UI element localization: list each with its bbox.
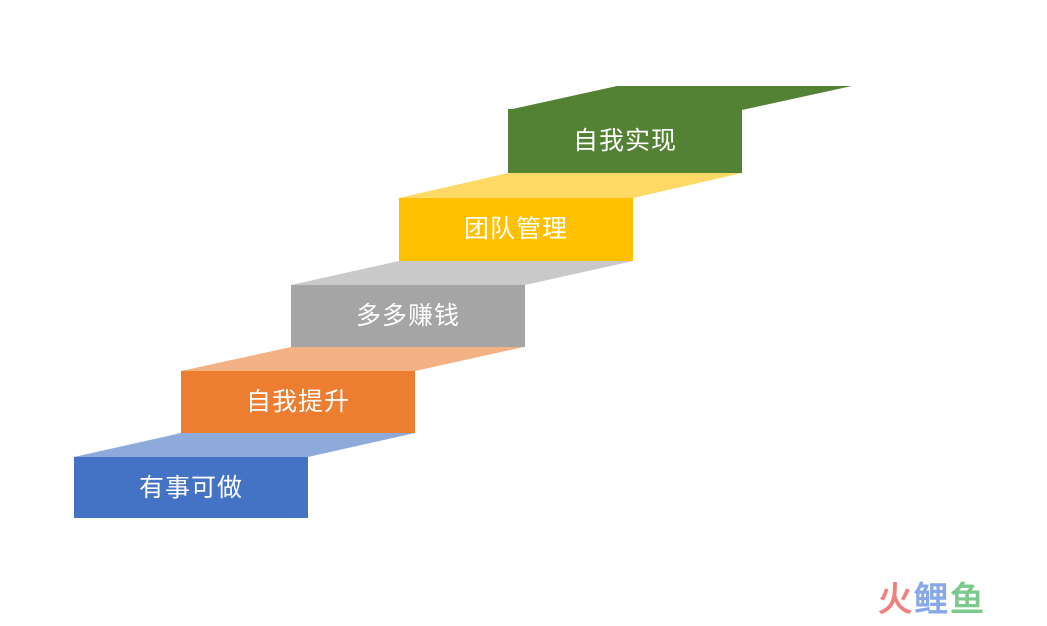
step-1-front [74, 457, 308, 518]
step-4-top [399, 173, 742, 198]
step-4-label: 团队管理 [463, 214, 568, 243]
watermark-logo: 火鲤鱼 [878, 580, 986, 620]
step-2-front [181, 371, 415, 433]
step-5-label: 自我实现 [572, 126, 677, 155]
step-2-label: 自我提升 [245, 387, 350, 416]
step-3-label: 多多赚钱 [355, 301, 460, 330]
watermark-char-3: 鱼 [950, 580, 986, 620]
step-2-top [181, 347, 524, 371]
step-1-label: 有事可做 [138, 473, 243, 502]
step-3-top [291, 261, 633, 285]
step-4-front [399, 198, 633, 261]
watermark-char-2: 鲤 [914, 580, 950, 620]
step-3-front [291, 285, 525, 347]
step-1-top [74, 433, 415, 457]
watermark-char-1: 火 [878, 580, 914, 620]
step-5-front [508, 109, 742, 173]
step-5-top [508, 86, 852, 110]
